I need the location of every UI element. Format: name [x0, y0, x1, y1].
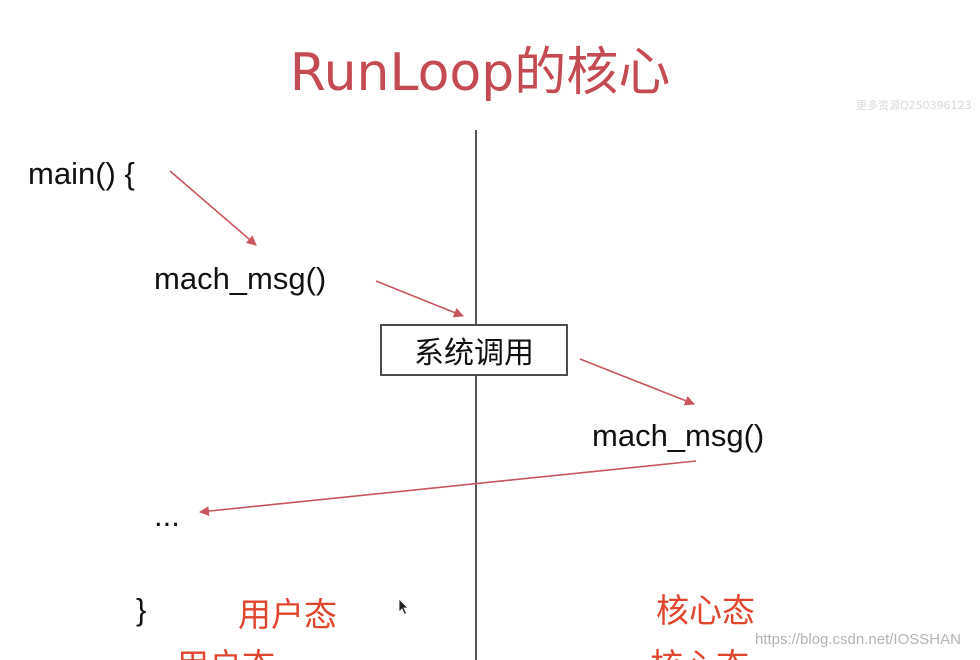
code-close-brace: }: [136, 592, 147, 627]
arrow-mach-msg-to-syscall: [375, 280, 464, 318]
slide-title: RunLoop的核心: [289, 43, 671, 103]
code-ellipsis: ...: [154, 498, 180, 533]
syscall-label: 系统调用: [414, 336, 534, 371]
watermark-bottom: https://blog.csdn.net/IOSSHAN: [755, 631, 961, 648]
user-mode-label: 用户态: [238, 595, 337, 634]
kernel-mode-label: 核心态: [656, 591, 755, 630]
arrow-syscall-to-kernel-mach-msg: [579, 358, 695, 406]
cropped-user-mode-label: 用户态: [176, 646, 275, 660]
arrow-kernel-return-to-user: [199, 460, 697, 517]
syscall-box: 系统调用: [380, 324, 568, 376]
code-mach-msg-kernel: mach_msg(): [592, 418, 765, 453]
watermark-top: 更多资源Q250396123: [856, 99, 972, 112]
code-main-open: main() {: [28, 156, 135, 191]
cropped-kernel-mode-label: 核心态: [650, 646, 749, 660]
mouse-pointer-icon: [398, 598, 410, 621]
code-mach-msg-user: mach_msg(): [154, 261, 327, 296]
arrow-main-to-mach-msg: [169, 170, 257, 246]
